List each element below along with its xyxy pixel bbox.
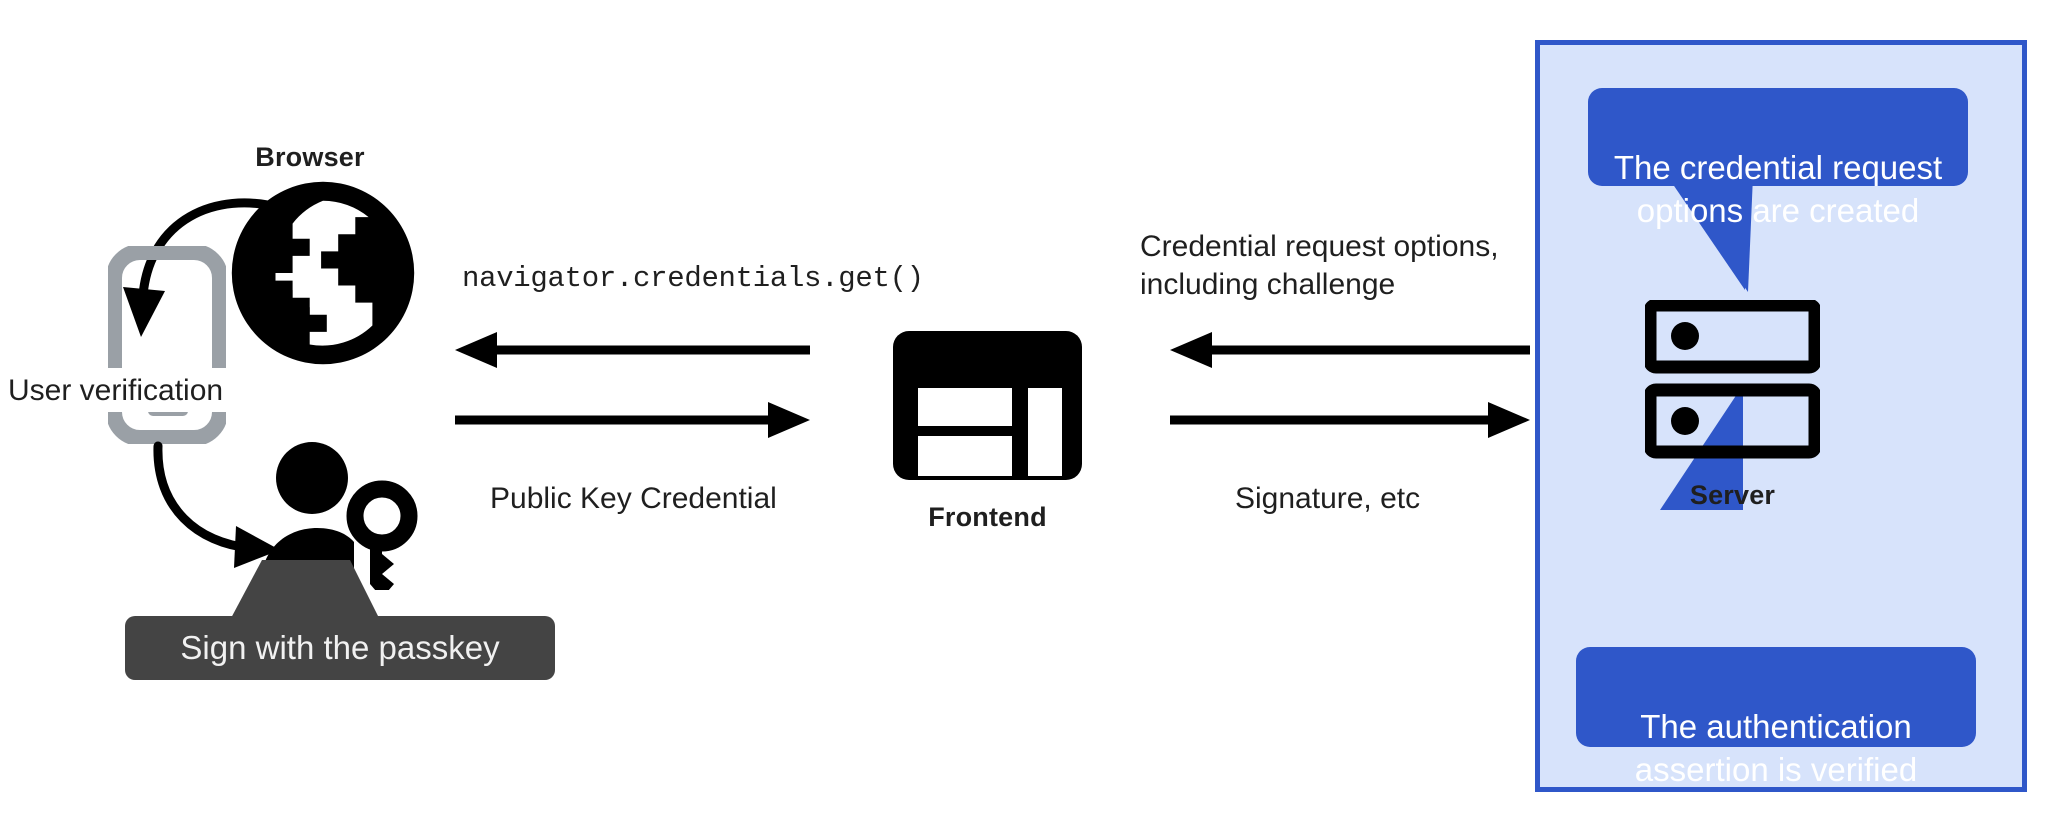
frontend-label: Frontend (928, 502, 1047, 532)
user-verification-label: User verification (8, 374, 224, 407)
dashboard-layout-icon (893, 331, 1082, 480)
browser-label: Browser (255, 142, 365, 172)
arrow-frontend-to-server-bottom (1170, 402, 1530, 438)
arrow-phone-to-user (153, 441, 280, 568)
server-racks-icon (1645, 300, 1820, 459)
callout-top-text: The credential request options are creat… (1613, 148, 1943, 229)
callout-authentication-assertion: The authentication assertion is verified (1576, 647, 1976, 788)
arrow-browser-to-phone (123, 198, 286, 337)
user-verification-label-bg (0, 368, 250, 412)
label-public-key-credential: Public Key Credential (490, 482, 777, 515)
passkey-tooltip-tail (230, 560, 380, 620)
server-label: Server (1689, 480, 1776, 510)
arrow-browser-to-frontend-bottom (455, 402, 810, 438)
callout-bottom-text: The authentication assertion is verified (1634, 707, 1918, 788)
arrow-server-to-frontend-top (1170, 332, 1530, 368)
label-signature-etc: Signature, etc (1235, 482, 1421, 515)
callout-tails (1660, 176, 1753, 510)
callout-credential-request-options: The credential request options are creat… (1588, 88, 1968, 229)
label-credential-request-options: Credential request options, including ch… (1140, 230, 1499, 302)
arrow-frontend-to-browser-top (455, 332, 810, 368)
passkey-tooltip: Sign with the passkey (125, 616, 555, 680)
label-navigator-credentials-get: navigator.credentials.get() (462, 262, 924, 295)
smartphone-icon (108, 246, 226, 444)
passkey-tooltip-text: Sign with the passkey (180, 629, 500, 666)
globe-icon (231, 181, 415, 365)
